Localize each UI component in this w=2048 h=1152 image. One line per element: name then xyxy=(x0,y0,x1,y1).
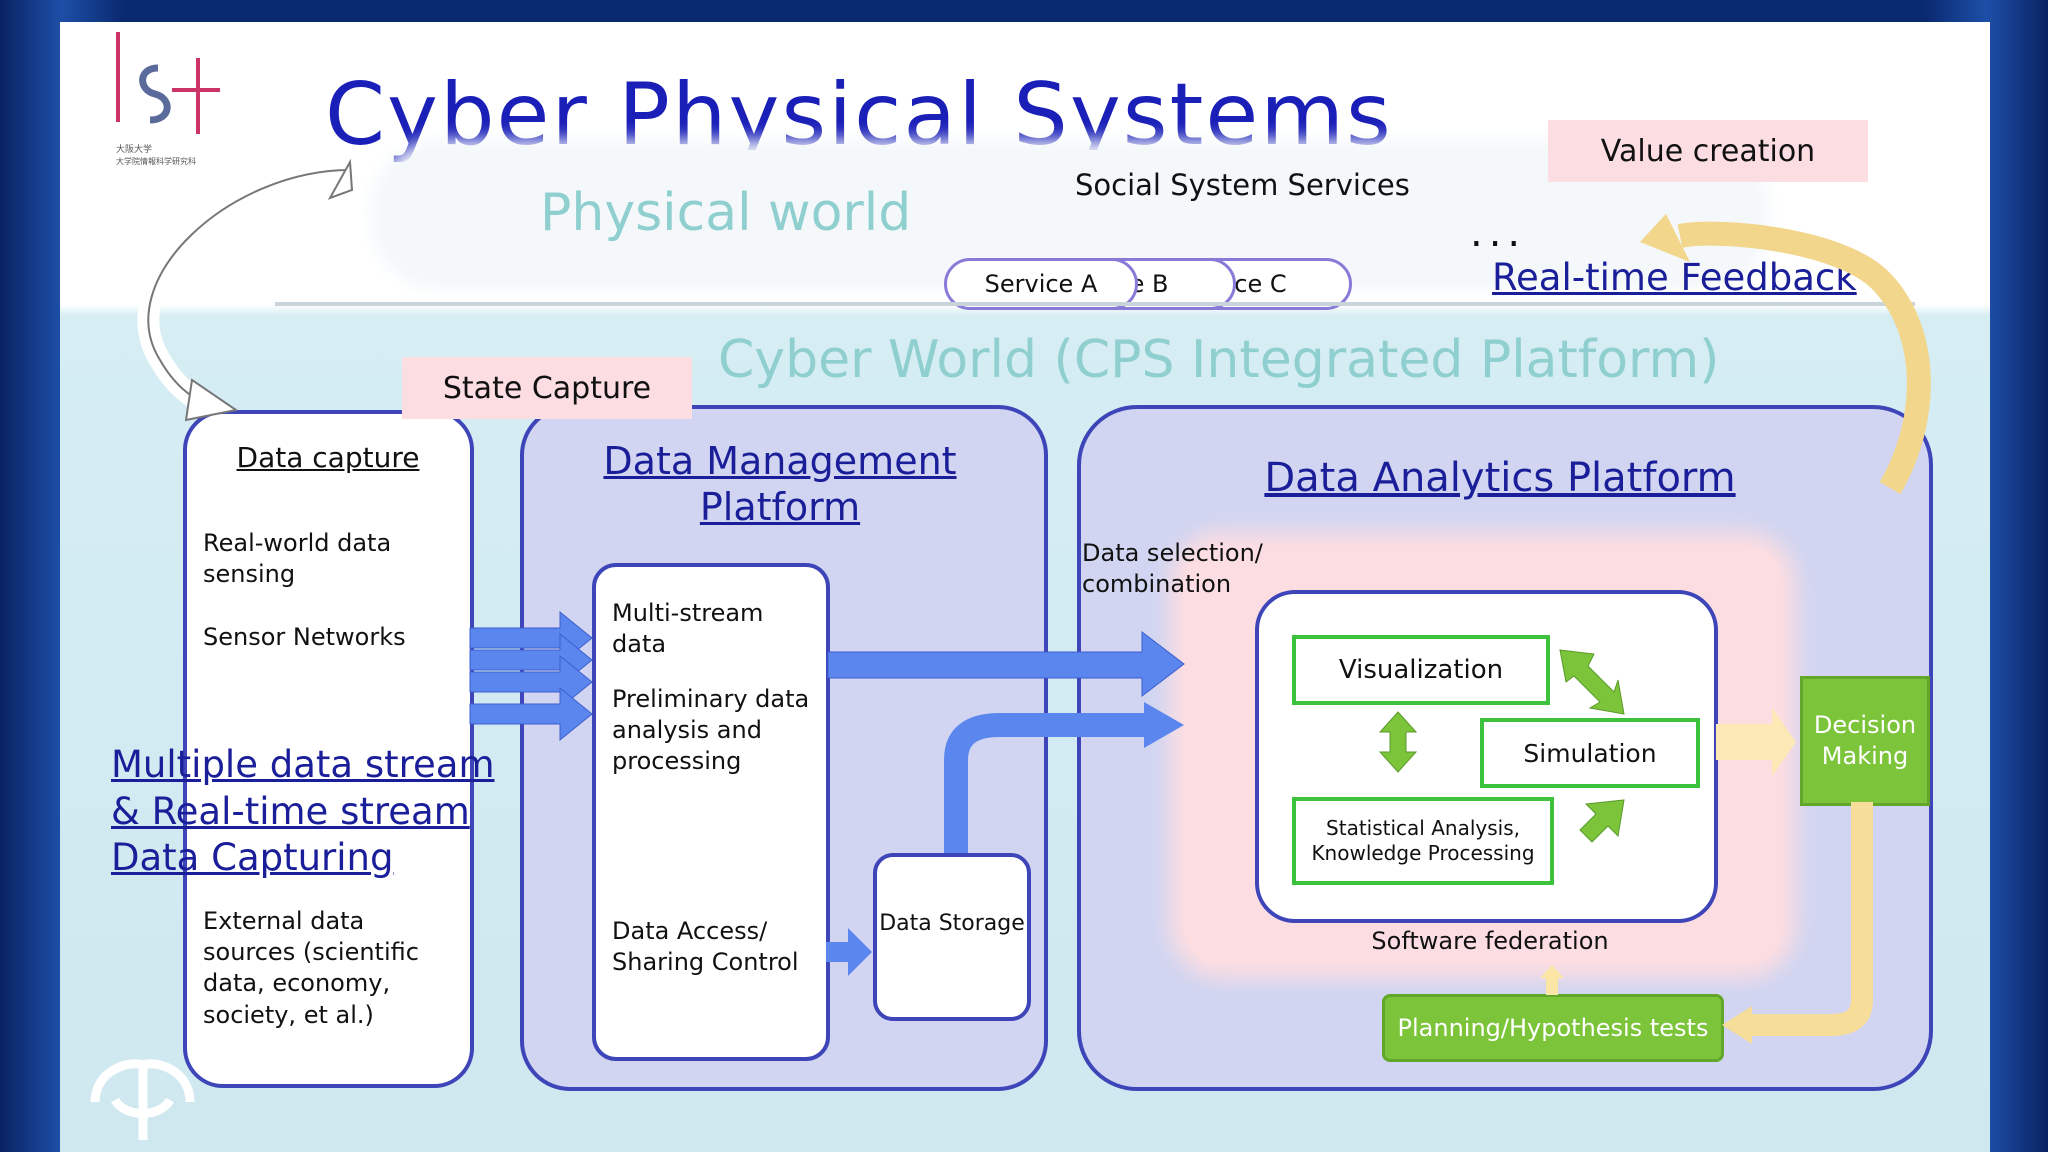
to-decision-arrow-body xyxy=(1716,724,1772,760)
data-capture-title: Data capture xyxy=(236,441,420,474)
logo-subtitle-2: 大学院情報科学研究科 xyxy=(116,156,196,166)
feedback-curve-arrow xyxy=(1677,221,1931,495)
more-services-ellipsis: ... xyxy=(1470,210,1527,256)
state-capture-arrow-tail xyxy=(327,158,354,200)
decision-to-planning-arrow xyxy=(1744,802,1873,1036)
green-cycle-arrows xyxy=(1378,649,1625,843)
ist-logo: 大阪大学 大学院情報科学研究科 xyxy=(110,28,230,168)
visualization-box: Visualization xyxy=(1292,635,1550,705)
multi-stream-text: Multi-stream data xyxy=(612,599,764,659)
processing-box xyxy=(592,563,830,1061)
capture-to-management-arrows xyxy=(469,610,593,742)
planning-up-arrow-stem xyxy=(1546,975,1558,995)
multiple-stream-line3: Data Capturing xyxy=(111,836,394,880)
social-system-services-label: Social System Services xyxy=(1075,168,1410,202)
decision-making-box: Decision Making xyxy=(1800,676,1930,806)
access-to-storage-arrow xyxy=(826,928,872,976)
storage-to-analytics-arrow-body xyxy=(944,713,1146,853)
software-federation-text: Software federation xyxy=(1371,927,1609,955)
value-creation-label: Value creation xyxy=(1548,120,1868,182)
service-a: Service A xyxy=(944,258,1138,310)
external-sources-text: External data sources (scientific data, … xyxy=(203,907,419,1029)
multiple-stream-line2: & Real-time stream xyxy=(111,789,470,833)
page-title: Cyber Physical Systems xyxy=(325,65,1393,165)
planning-up-arrow xyxy=(1540,965,1564,992)
data-storage-box xyxy=(873,853,1031,1021)
state-capture-arrow-head xyxy=(184,378,239,422)
feedback-arrow-head xyxy=(1640,214,1690,262)
logo-subtitle-1: 大阪大学 xyxy=(116,143,152,155)
data-management-title: Data Management Platform xyxy=(540,438,1020,531)
decision-to-planning-arrow-head xyxy=(1722,1006,1752,1044)
real-world-sensing-text: Real-world data sensing xyxy=(203,529,392,589)
planning-box: Planning/Hypothesis tests xyxy=(1382,994,1724,1062)
multiple-data-stream-caption: Multiple data stream & Real-time stream … xyxy=(111,742,495,882)
data-capture-panel xyxy=(183,410,474,1088)
storage-to-analytics-arrow-head xyxy=(1144,702,1184,748)
simulation-box: Simulation xyxy=(1480,718,1700,788)
multiple-stream-line1: Multiple data stream xyxy=(111,743,495,786)
preliminary-analysis-text: Preliminary data analysis and processing xyxy=(612,685,810,776)
physical-world-label: Physical world xyxy=(540,183,912,243)
data-management-title-line2: Platform xyxy=(699,485,861,530)
state-capture-curve-arrow-body xyxy=(137,159,351,416)
state-capture-label: State Capture xyxy=(402,357,692,419)
real-time-feedback-label: Real-time Feedback xyxy=(1492,256,1857,299)
cyber-world-label: Cyber World (CPS Integrated Platform) xyxy=(718,330,1720,390)
divider-line xyxy=(275,302,1915,306)
to-decision-arrow-head xyxy=(1772,708,1796,776)
sensor-networks-text: Sensor Networks xyxy=(203,623,406,651)
bottom-logo-icon xyxy=(90,1059,195,1140)
data-analytics-title: Data Analytics Platform xyxy=(1264,455,1736,501)
data-selection-text: Data selection/ combination xyxy=(1082,539,1263,599)
multistream-to-analytics-arrow xyxy=(827,630,1185,698)
data-storage-text: Data Storage xyxy=(879,911,1025,936)
statistical-analysis-box: Statistical Analysis, Knowledge Processi… xyxy=(1292,797,1554,885)
data-access-text: Data Access/ Sharing Control xyxy=(612,917,799,977)
data-management-title-line1: Data Management xyxy=(603,439,957,483)
